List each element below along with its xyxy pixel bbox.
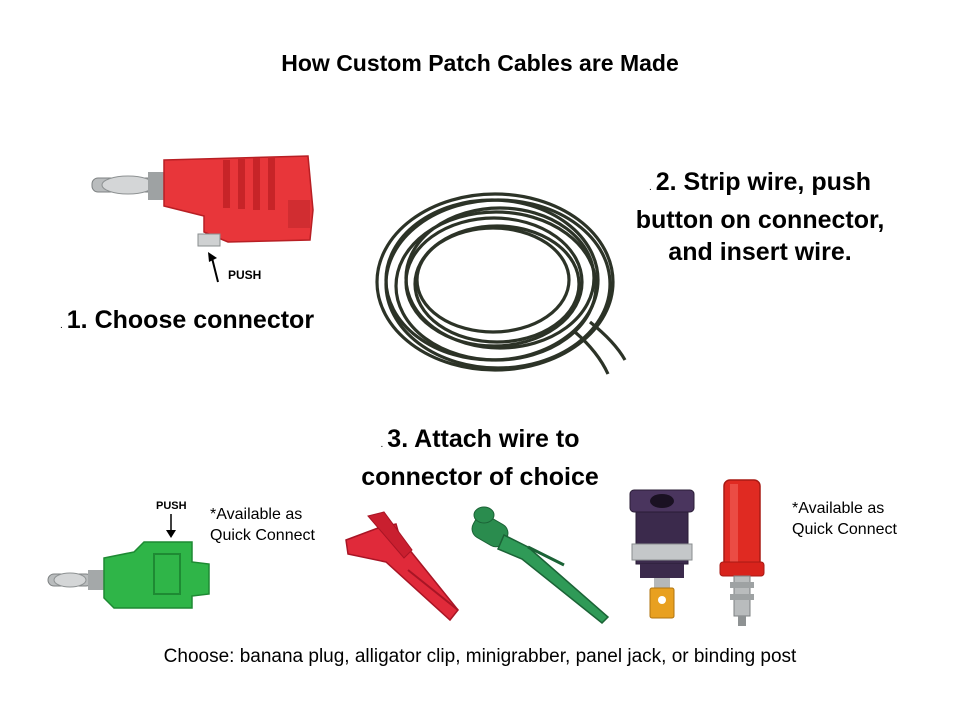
step-3: .3. Attach wire to connector of choice [330,423,630,493]
step-1: .1. Choose connector [60,304,314,342]
step-3-line2: connector of choice [361,463,599,491]
step-1-text: 1. Choose connector [66,306,315,334]
step-3-line1: 3. Attach wire to [387,425,580,453]
banana-plug-icon [91,155,314,283]
step-2: .2. Strip wire, push button on connector… [610,166,910,268]
minigrabber-icon [471,506,610,625]
caption: Choose: banana plug, alligator clip, min… [163,646,797,667]
note-right-line1: *Available as [792,500,885,517]
step-3-bullet: . [380,439,384,450]
slide-title: How Custom Patch Cables are Made [281,50,679,76]
push-label-green: PUSH [156,500,187,512]
note-left-line2: Quick Connect [210,527,315,544]
step-2-line2: button on connector, [635,206,885,234]
push-label: PUSH [228,268,262,282]
step-2-line3: and insert wire. [668,238,852,266]
note-right: *Available as Quick Connect [792,498,897,540]
binding-post-icon [719,479,765,626]
wire-coil-icon [375,192,627,375]
panel-jack-icon [629,489,695,619]
alligator-clip-icon [345,511,459,622]
step-1-bullet: . [60,320,63,331]
note-right-line2: Quick Connect [792,521,897,538]
step-2-bullet: . [648,182,652,193]
green-plug-icon [47,514,210,609]
note-left: *Available as Quick Connect [210,504,315,546]
note-left-line1: *Available as [210,506,303,523]
step-2-line1: 2. Strip wire, push [655,168,872,196]
